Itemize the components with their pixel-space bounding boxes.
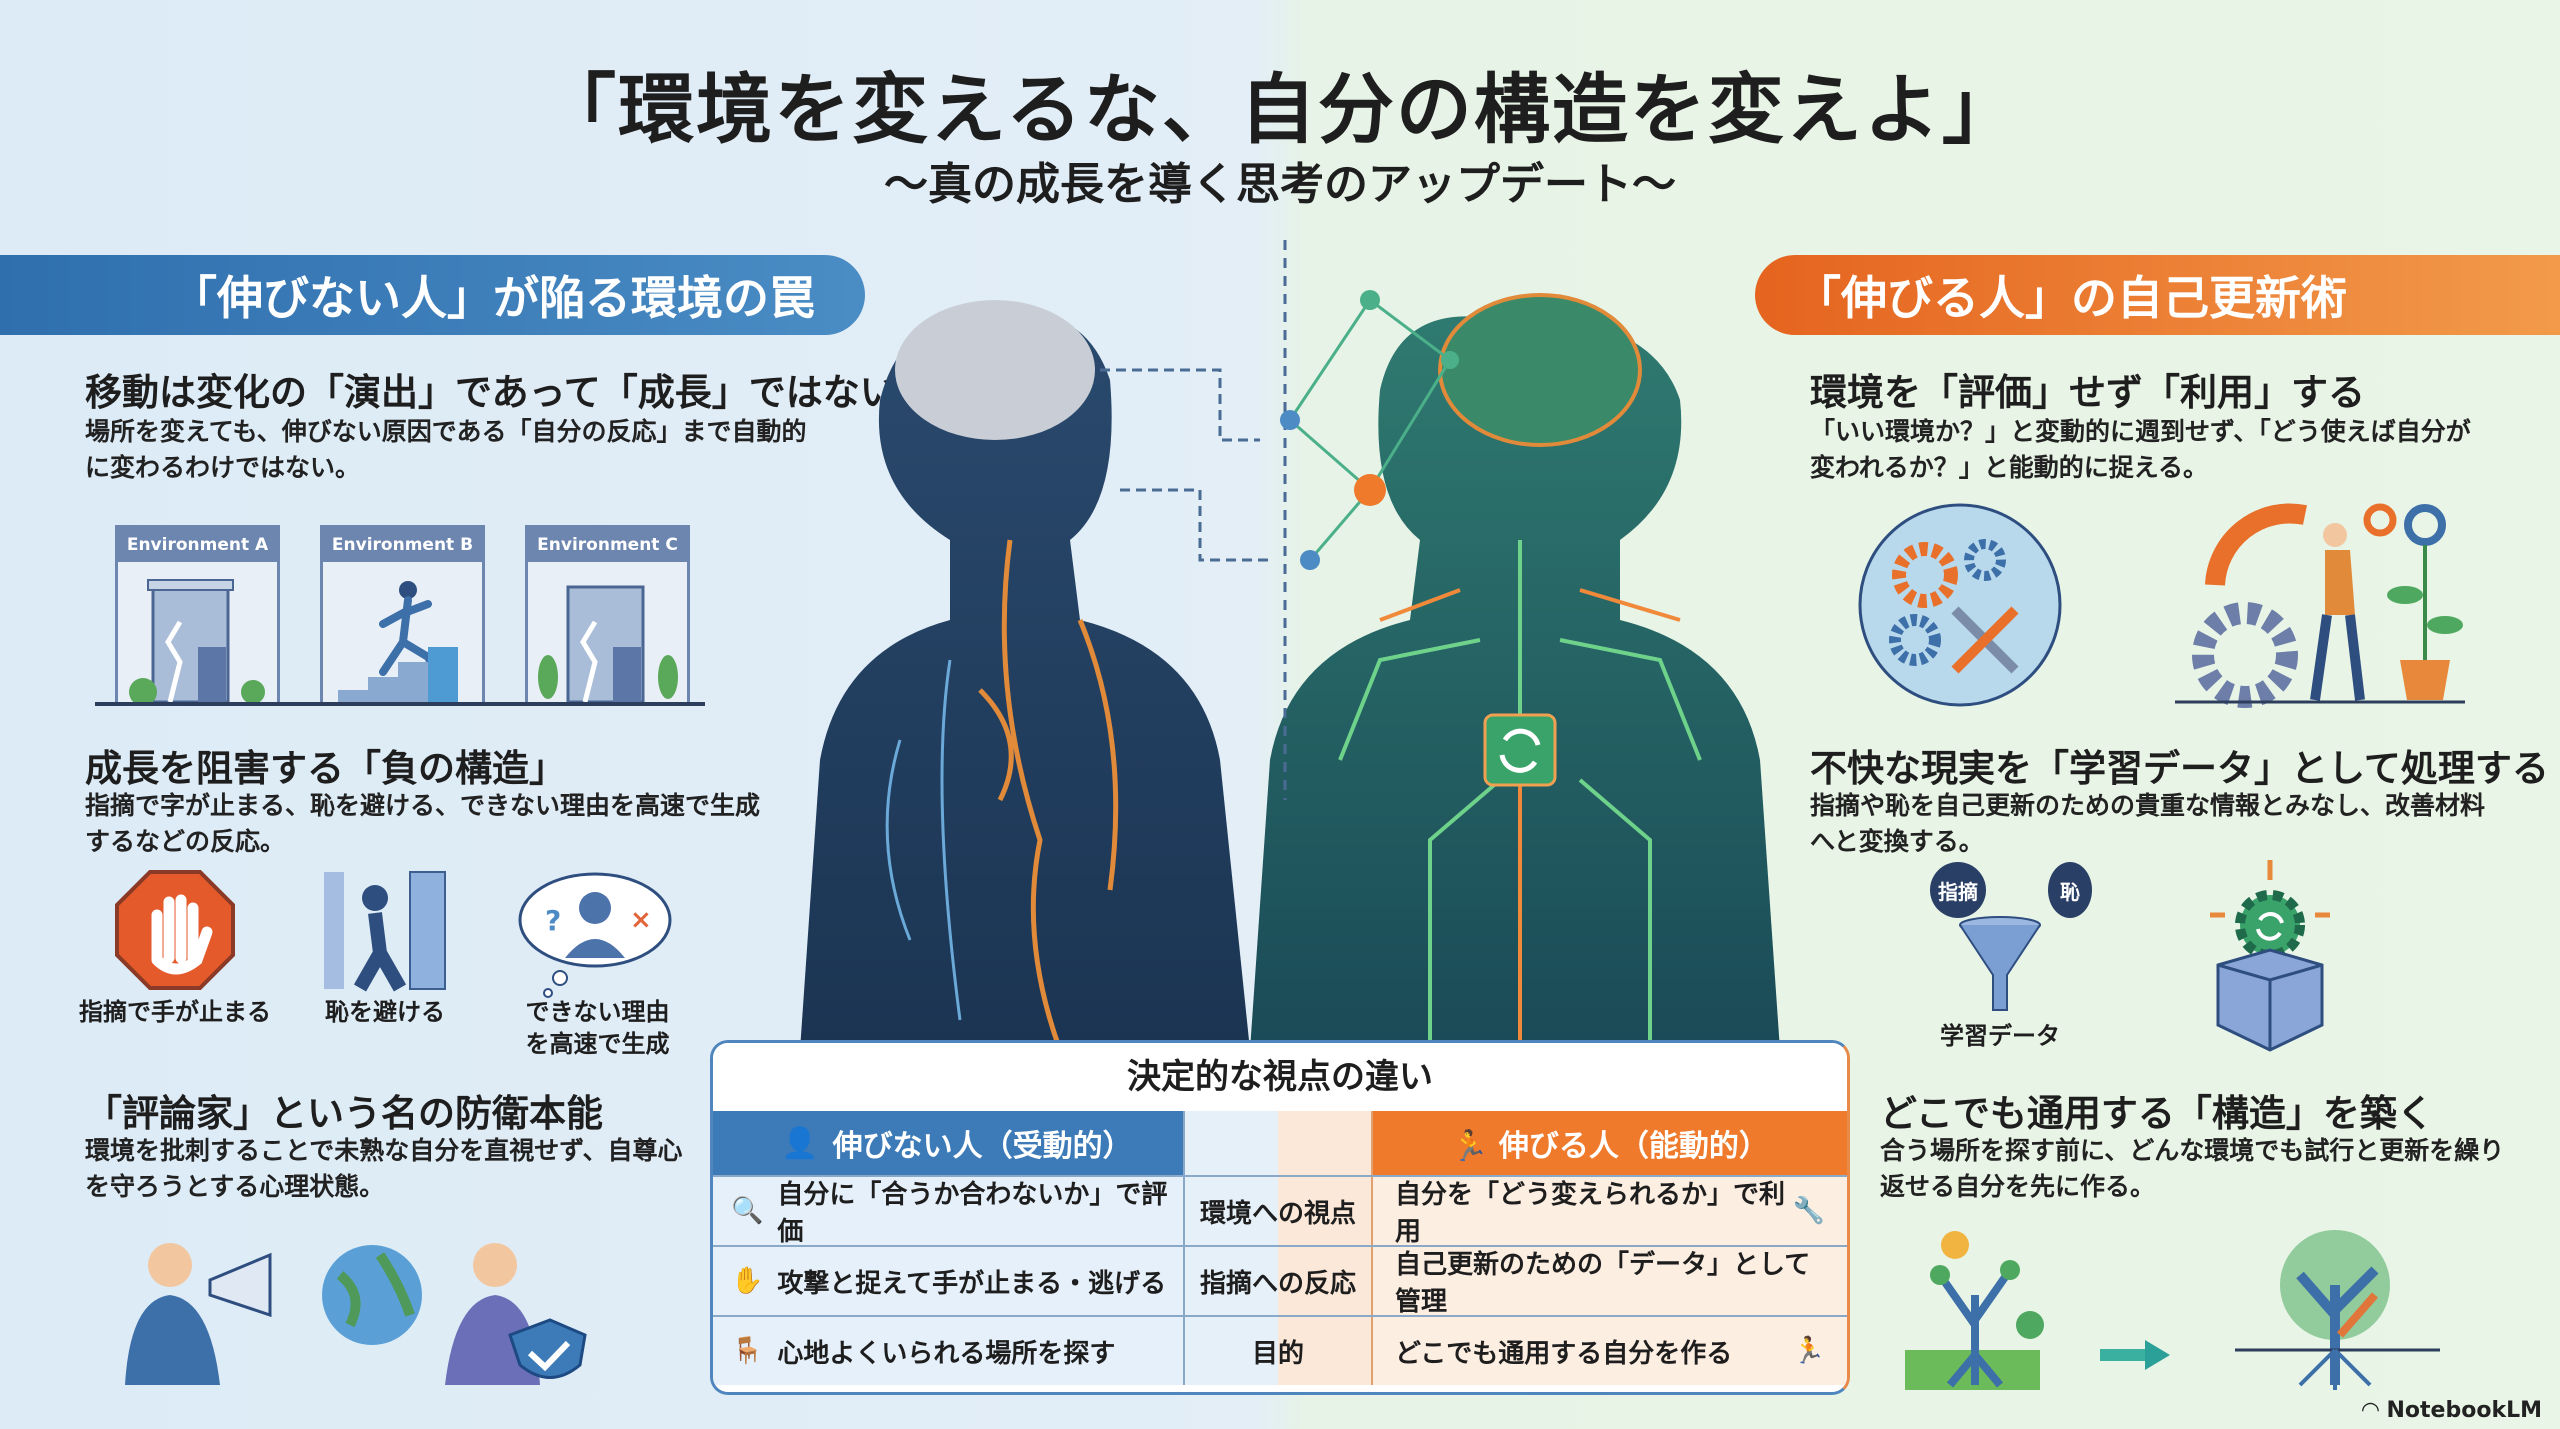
left-body-1: 場所を変えても、伸びない原因である「自分の反応」まで自動的に変わるわけではない。: [85, 417, 807, 482]
reaction-label-1: 指摘で手が止まる: [79, 998, 271, 1026]
environment-c-label: Environment C: [528, 528, 687, 562]
running-person-icon: 🏃: [1451, 1129, 1499, 1164]
right-banner: 「伸びる人」の自己更新術: [1755, 255, 2560, 335]
right-heading-2: 不快な現実を「学習データ」として処理する: [1810, 747, 2549, 790]
svg-text:?: ?: [545, 904, 561, 937]
wrench-icon: 🔧: [1792, 1196, 1825, 1226]
table-row: 🪑 心地よくいられる場所を探す 目的 どこでも通用する自分を作る 🏃: [713, 1315, 1847, 1385]
page-title: 「環境を変えるな、自分の構造を変えよ」: [540, 65, 2020, 154]
notebooklm-logo: ◠ NotebookLM: [2362, 1398, 2542, 1423]
stop-hand-icon: [115, 870, 235, 990]
notebooklm-icon: ◠: [2361, 1398, 2387, 1423]
aspect-cell: 環境への視点: [1183, 1177, 1373, 1245]
cracked-building-icon: [538, 585, 678, 704]
left-heading-2: 成長を阻害する「負の構造」: [85, 747, 566, 790]
tree-growth-illustration: [1905, 1230, 2440, 1390]
reaction-label-3: できない理由を高速で生成: [525, 998, 670, 1058]
passive-header: 👤 伸びない人（受動的）: [713, 1111, 1183, 1175]
stop-hand-icon: ✋: [731, 1266, 764, 1296]
aspect-cell: 指摘への反応: [1183, 1247, 1373, 1315]
active-person-silhouette: [1250, 316, 1780, 1050]
running-person-stairs-icon: [338, 581, 458, 702]
funnel-icon: [1959, 916, 2041, 1011]
environment-a-label: Environment A: [118, 528, 277, 562]
sitting-person-icon: 🪑: [731, 1336, 764, 1366]
svg-text:×: ×: [630, 905, 652, 935]
person-icon: 👤: [781, 1125, 819, 1161]
left-banner: 「伸びない人」が陥る環境の罠: [0, 255, 865, 335]
input-bubble-shame: 恥: [2048, 862, 2092, 918]
page-subtitle: 〜真の成長を導く思考のアップデート〜: [884, 159, 1676, 210]
brain-comparison-illustration: [800, 240, 1780, 1050]
gears-wrench-bubble-icon: [1858, 503, 2062, 707]
update-chip-icon: [1483, 713, 1557, 787]
right-body-2: 指摘や恥を自己更新のための貴重な情報とみなし、改善材料へと変換する。: [1810, 791, 2486, 856]
left-heading-1: 移動は変化の「演出」であって「成長」ではない: [85, 371, 897, 414]
header-spacer: [1183, 1111, 1373, 1175]
left-body-2: 指摘で字が止まる、恥を避ける、できない理由を高速で生成するなどの反応。: [85, 791, 761, 856]
passive-header-label: 伸びない人（受動的）: [832, 1129, 1133, 1164]
notebooklm-label: NotebookLM: [2386, 1398, 2542, 1423]
table-title: 決定的な視点の違い: [713, 1043, 1847, 1111]
environment-b-label: Environment B: [323, 528, 482, 562]
input-bubble-criticism: 指摘: [1930, 862, 1986, 918]
left-body-3: 環境を批刺することで未熟な自分を直視せず、自尊心を守ろうとする心理状態。: [85, 1136, 683, 1201]
cracked-building-icon: [129, 579, 265, 706]
person-building-gears-icon: [2175, 503, 2465, 708]
active-cell: 自己更新のための「データ」として管理: [1395, 1250, 1811, 1317]
active-cell: 自分を「どう変えられるか」で利用: [1395, 1180, 1786, 1247]
gear-in-box-icon: [2210, 860, 2330, 1052]
aspect-cell: 目的: [1183, 1317, 1373, 1385]
magnifier-icon: 🔍: [731, 1196, 764, 1226]
active-cell: どこでも通用する自分を作る: [1395, 1338, 1733, 1369]
funnel-output-label: 学習データ: [1940, 1022, 2060, 1050]
right-heading-1: 環境を「評価」せず「利用」する: [1810, 371, 2365, 414]
reaction-label-2: 恥を避ける: [325, 998, 445, 1026]
passive-cell: 自分に「合うか合わないか」で評価: [777, 1180, 1168, 1247]
passive-cell: 攻撃と捉えて手が止まる・逃げる: [777, 1268, 1167, 1299]
environment-c-card: Environment C: [525, 525, 690, 704]
active-header: 🏃 伸びる人（能動的）: [1373, 1111, 1847, 1175]
running-person-icon: 🏃: [1792, 1336, 1825, 1366]
passive-cell: 心地よくいられる場所を探す: [777, 1338, 1116, 1369]
active-header-label: 伸びる人（能動的）: [1498, 1129, 1769, 1164]
table-row: 🔍 自分に「合うか合わないか」で評価 環境への視点 自分を「どう変えられるか」で利…: [713, 1175, 1847, 1247]
right-heading-3: どこでも通用する「構造」を築く: [1880, 1092, 2434, 1135]
thought-bubble-icon: ?×: [518, 872, 672, 998]
right-body-1: 「いい環境か？」と変動的に週到せず、「どう使えば自分が変われるか？」と能動的に捉…: [1810, 417, 2471, 482]
avoiding-shame-icon: [324, 871, 446, 992]
right-body-3: 合う場所を探す前に、どんな環境でも試行と更新を繰り返せる自分を先に作る。: [1880, 1136, 2505, 1201]
critic-illustration: [125, 1243, 587, 1385]
table-row: ✋ 攻撃と捉えて手が止まる・逃げる 指摘への反応 自己更新のための「データ」として…: [713, 1245, 1847, 1317]
left-heading-3: 「評論家」という名の防衛本能: [85, 1092, 603, 1135]
comparison-table: 決定的な視点の違い 👤 伸びない人（受動的） 🏃 伸びる人（能動的） 🔍 自分に「合…: [710, 1040, 1850, 1395]
passive-person-silhouette: [800, 312, 1250, 1050]
environment-a-card: Environment A: [115, 525, 280, 706]
ground-line: [95, 702, 705, 706]
environment-b-card: Environment B: [320, 525, 485, 703]
